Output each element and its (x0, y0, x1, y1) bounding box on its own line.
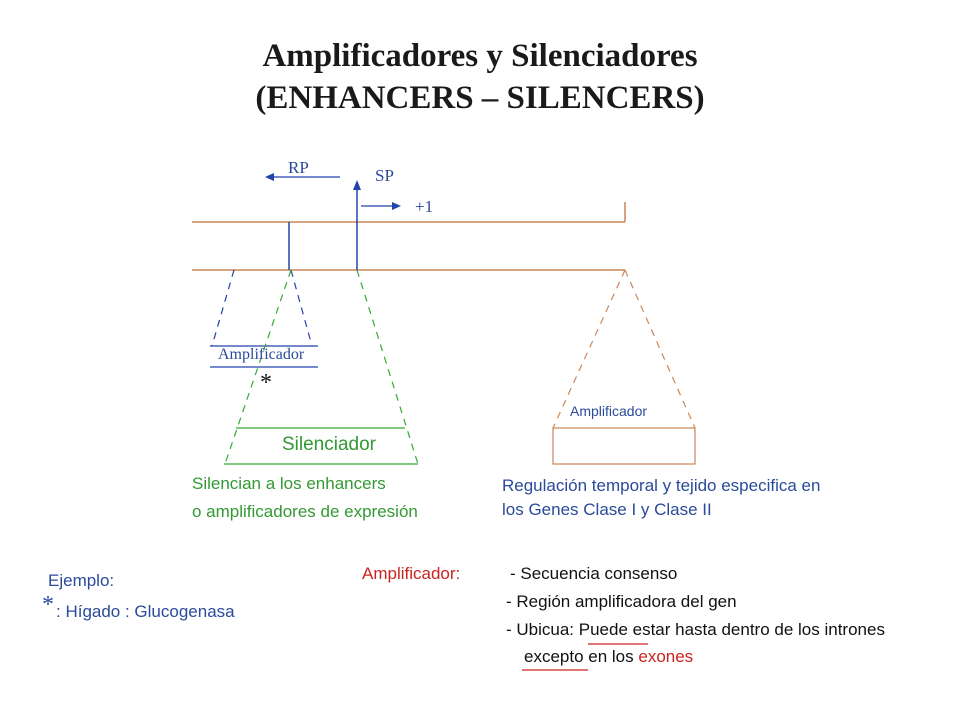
asterisk-marker: * (260, 370, 272, 396)
amplifier-def-item-3: - Ubicua: Puede estar hasta dentro de lo… (506, 620, 885, 640)
page-title-line2: (ENHANCERS – SILENCERS) (255, 80, 705, 116)
amplifier-left-zoom-line (211, 269, 235, 347)
amplifier-def-item-4: excepto en los exones (524, 647, 693, 667)
sp-arrow-head (353, 180, 361, 190)
plus-one-arrow-head (392, 202, 401, 210)
amplifier-right-zoom-line (624, 269, 696, 429)
amplifier-def-item-2: - Región amplificadora del gen (506, 592, 737, 611)
item4-underlined-word: excepto (524, 647, 584, 666)
sp-label: SP (375, 166, 394, 185)
example-asterisk: * (42, 592, 54, 618)
item3-prefix: - Ubicua: Puede estar hasta (506, 620, 722, 639)
amplifier-right-box (552, 427, 696, 465)
silencer-caption-line1: Silencian a los enhancers (192, 474, 386, 493)
amplifier-right-label: Amplificador (570, 403, 648, 419)
silencer-zoom-line (224, 269, 292, 465)
silencer-label: Silenciador (282, 434, 376, 455)
example-text: : Hígado : Glucogenasa (56, 602, 235, 621)
plus-one-label: +1 (415, 197, 434, 216)
silencer-caption-line2: o amplificadores de expresión (192, 502, 418, 521)
item3-suffix: de los intrones (769, 620, 885, 639)
amplifier-left-zoom-line (290, 269, 313, 347)
rp-label: RP (288, 158, 309, 177)
item4-highlight-word: exones (638, 647, 694, 666)
item4-middle: en los (583, 647, 639, 666)
rp-arrow-head (265, 173, 274, 181)
page-title-line1: Amplificadores y Silenciadores (262, 38, 698, 74)
item3-underlined-word: dentro (721, 620, 770, 639)
amplifier-def-label: Amplificador: (362, 564, 461, 583)
regulation-caption-line1: Regulación temporal y tejido especifica … (502, 476, 821, 495)
example-label: Ejemplo: (48, 571, 115, 590)
amplifier-right-zoom-line (552, 269, 626, 429)
silencer-zoom-line (356, 269, 419, 465)
amplifier-def-item-1: - Secuencia consenso (510, 564, 678, 583)
regulation-caption-line2: los Genes Clase I y Clase II (502, 500, 712, 519)
amplifier-left-label: Amplificador (218, 346, 305, 363)
